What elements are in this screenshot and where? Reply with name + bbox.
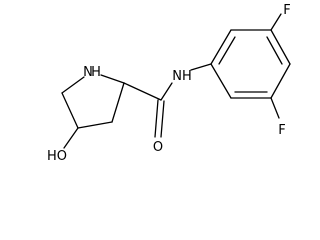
bond-ar4-ar5 — [270, 63, 291, 99]
atom-label-fluorine-top: F — [283, 3, 290, 18]
atom-label-hydroxyl: HO — [47, 149, 67, 163]
carboxamide-group — [123, 63, 212, 138]
bond-c4-c5 — [61, 92, 79, 129]
bond-ar3-ar4-inner — [266, 36, 283, 65]
bond-c2-c3 — [111, 82, 125, 123]
bond-ar1-ar2 — [210, 29, 232, 65]
atom-label-amide-nh: NH — [172, 69, 192, 84]
atom-label-ring-nh-h: H — [91, 65, 101, 80]
bond-n1-c2 — [100, 74, 125, 84]
bond-ar1-ar2-inner — [218, 36, 236, 65]
atom-label-ring-n: N — [83, 65, 93, 80]
bond-c4-oh — [63, 127, 79, 149]
difluorophenyl-ring — [210, 13, 291, 119]
bond-nh-aryl — [190, 63, 212, 71]
pyrrolidine-ring — [61, 74, 125, 129]
bond-c5-n1 — [61, 76, 85, 94]
bond-carbonyl-nh — [160, 82, 173, 101]
atom-label-carbonyl-o: O — [153, 140, 163, 155]
bond-carbonyl-o-2 — [160, 100, 165, 138]
bond-c3-c4 — [77, 121, 113, 129]
bond-ar5-f — [270, 97, 280, 119]
bond-ar3-f — [270, 13, 282, 31]
atom-label-fluorine-bottom: F — [278, 123, 285, 138]
bond-c2-carbonyl — [123, 82, 162, 101]
molecule-diagram: N H NH O HO F F — [47, 3, 291, 163]
bond-carbonyl-o-1 — [154, 99, 159, 138]
bond-ar6-ar1 — [210, 63, 232, 99]
bond-ar3-ar4 — [270, 29, 291, 65]
